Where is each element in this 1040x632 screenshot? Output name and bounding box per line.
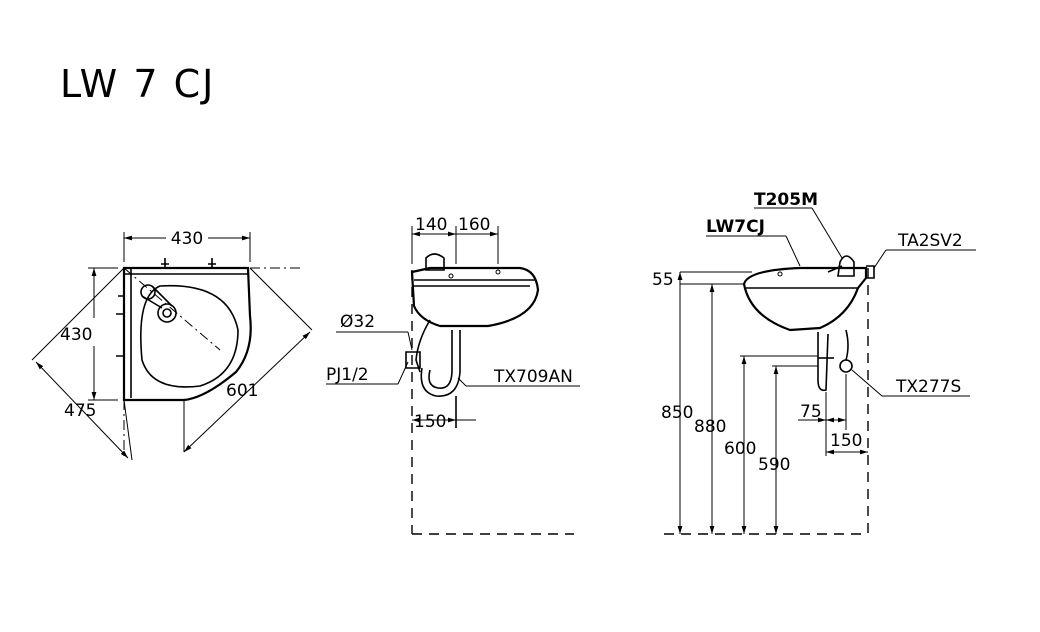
side-dim-150: 150 xyxy=(414,412,446,432)
front-label-basin: LW7CJ xyxy=(706,217,765,237)
side-label-waste: Ø32 xyxy=(340,312,375,332)
top-dim-width: 430 xyxy=(171,229,203,249)
front-dim-880: 880 xyxy=(694,417,726,437)
front-dim-75: 75 xyxy=(800,402,822,422)
side-view: 140 160 150 Ø32 PJ1/2 TX709AN xyxy=(326,215,580,535)
front-dim-590: 590 xyxy=(758,455,790,475)
top-dim-diagonal-left: 475 xyxy=(64,401,96,421)
side-dim-160: 160 xyxy=(458,215,490,235)
front-dim-150: 150 xyxy=(830,431,862,451)
front-view: T205M LW7CJ TA2SV2 TX277S 55 850 880 600… xyxy=(652,190,976,535)
side-label-trap: TX709AN xyxy=(493,367,573,387)
front-view-basin xyxy=(742,266,868,332)
side-view-basin xyxy=(410,266,540,328)
front-dim-rim: 55 xyxy=(652,270,674,290)
top-view: 430 430 475 601 xyxy=(31,229,313,461)
front-label-trap: TX277S xyxy=(895,377,961,397)
drawing-title: LW 7 CJ xyxy=(60,62,216,106)
front-label-faucet: T205M xyxy=(754,190,818,210)
side-dim-140: 140 xyxy=(415,215,447,235)
top-view-bowl xyxy=(140,284,239,388)
side-label-supply: PJ1/2 xyxy=(326,365,369,385)
top-dim-depth: 430 xyxy=(60,325,92,345)
top-dim-diagonal-right: 601 xyxy=(226,381,258,401)
front-dim-600: 600 xyxy=(724,439,756,459)
front-label-valve: TA2SV2 xyxy=(897,231,963,251)
front-dim-850: 850 xyxy=(661,403,693,423)
